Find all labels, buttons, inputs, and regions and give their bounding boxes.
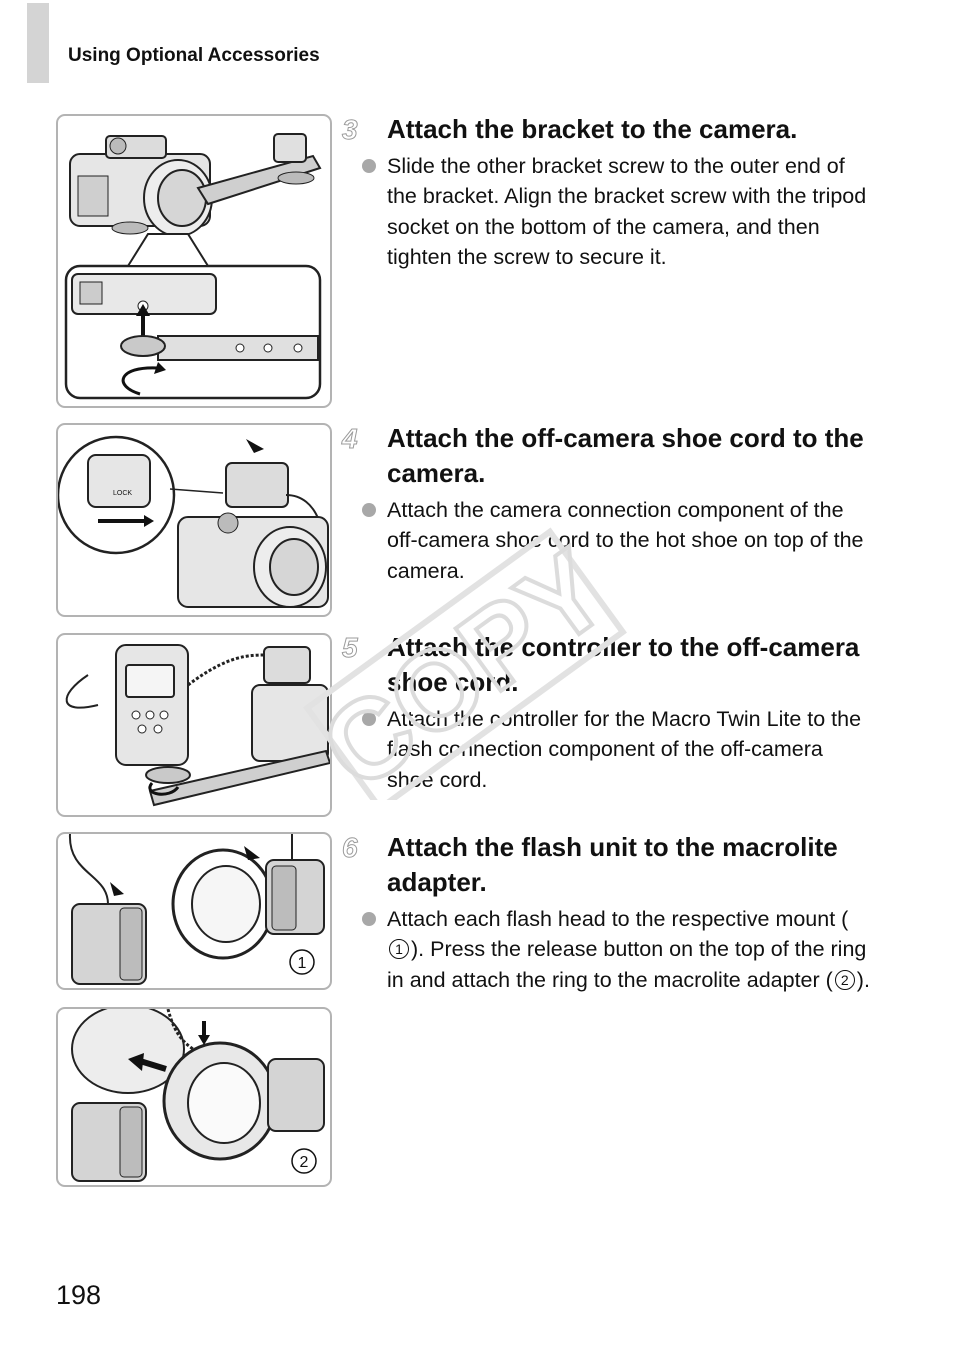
step-body-text: Attach the controller for the Macro Twin… bbox=[387, 707, 862, 792]
lock-label: LOCK bbox=[113, 490, 132, 497]
step-5: 5 Attach the controller to the off-camer… bbox=[342, 630, 872, 795]
step-6: 6 Attach the flash unit to the macrolite… bbox=[342, 830, 872, 995]
figure-controller bbox=[56, 633, 332, 817]
bullet-icon bbox=[362, 912, 376, 926]
step-4: 4 Attach the off-camera shoe cord to the… bbox=[342, 421, 872, 586]
step-body: Attach each flash head to the respective… bbox=[362, 904, 872, 995]
camera-bracket-illustration bbox=[64, 133, 322, 400]
step-body-text: Slide the other bracket screw to the out… bbox=[387, 154, 867, 269]
step-number: 6 bbox=[342, 832, 359, 864]
step-body-text-2: ). Press the release button on the top o… bbox=[387, 937, 867, 992]
step-number: 5 bbox=[342, 632, 359, 664]
bullet-icon bbox=[362, 503, 376, 517]
step-body-text: Attach the camera connection component o… bbox=[387, 498, 864, 583]
step-number: 4 bbox=[342, 423, 359, 455]
bullet-icon bbox=[362, 712, 376, 726]
section-tab-bar bbox=[27, 3, 49, 83]
ring-attach-illustration: 2 bbox=[71, 1009, 325, 1182]
figure-ring-attach: 2 bbox=[56, 1007, 332, 1187]
step-body: Slide the other bracket screw to the out… bbox=[362, 151, 872, 272]
step-body: Attach the camera connection component o… bbox=[362, 495, 872, 586]
fig-marker-2: 2 bbox=[300, 1154, 309, 1171]
figure-shoe-cord: LOCK bbox=[56, 423, 332, 617]
step-title: Attach the controller to the off-camera … bbox=[387, 632, 860, 697]
step-3: 3 Attach the bracket to the camera. Slid… bbox=[342, 112, 872, 272]
step-body-text-1: Attach each flash head to the respective… bbox=[387, 907, 849, 931]
section-title: Using Optional Accessories bbox=[68, 45, 320, 66]
step-title: Attach the flash unit to the macrolite a… bbox=[387, 832, 838, 897]
page-number: 198 bbox=[56, 1280, 102, 1310]
step-title: Attach the off-camera shoe cord to the c… bbox=[387, 423, 864, 488]
circled-number-2: 2 bbox=[834, 969, 855, 990]
circled-number-1: 1 bbox=[389, 939, 409, 960]
step-number: 3 bbox=[342, 114, 359, 146]
step-body: Attach the controller for the Macro Twin… bbox=[362, 704, 872, 795]
step-body-text-3: ). bbox=[856, 967, 870, 992]
fig-marker-1: 1 bbox=[298, 955, 307, 972]
shoe-cord-illustration: LOCK bbox=[58, 435, 329, 608]
bullet-icon bbox=[362, 159, 376, 173]
flash-mount-illustration: 1 bbox=[68, 834, 325, 985]
figure-flash-mount: 1 bbox=[56, 832, 332, 990]
controller-illustration bbox=[65, 644, 330, 807]
step-title: Attach the bracket to the camera. bbox=[387, 114, 798, 144]
figure-bracket-attach bbox=[56, 114, 332, 408]
